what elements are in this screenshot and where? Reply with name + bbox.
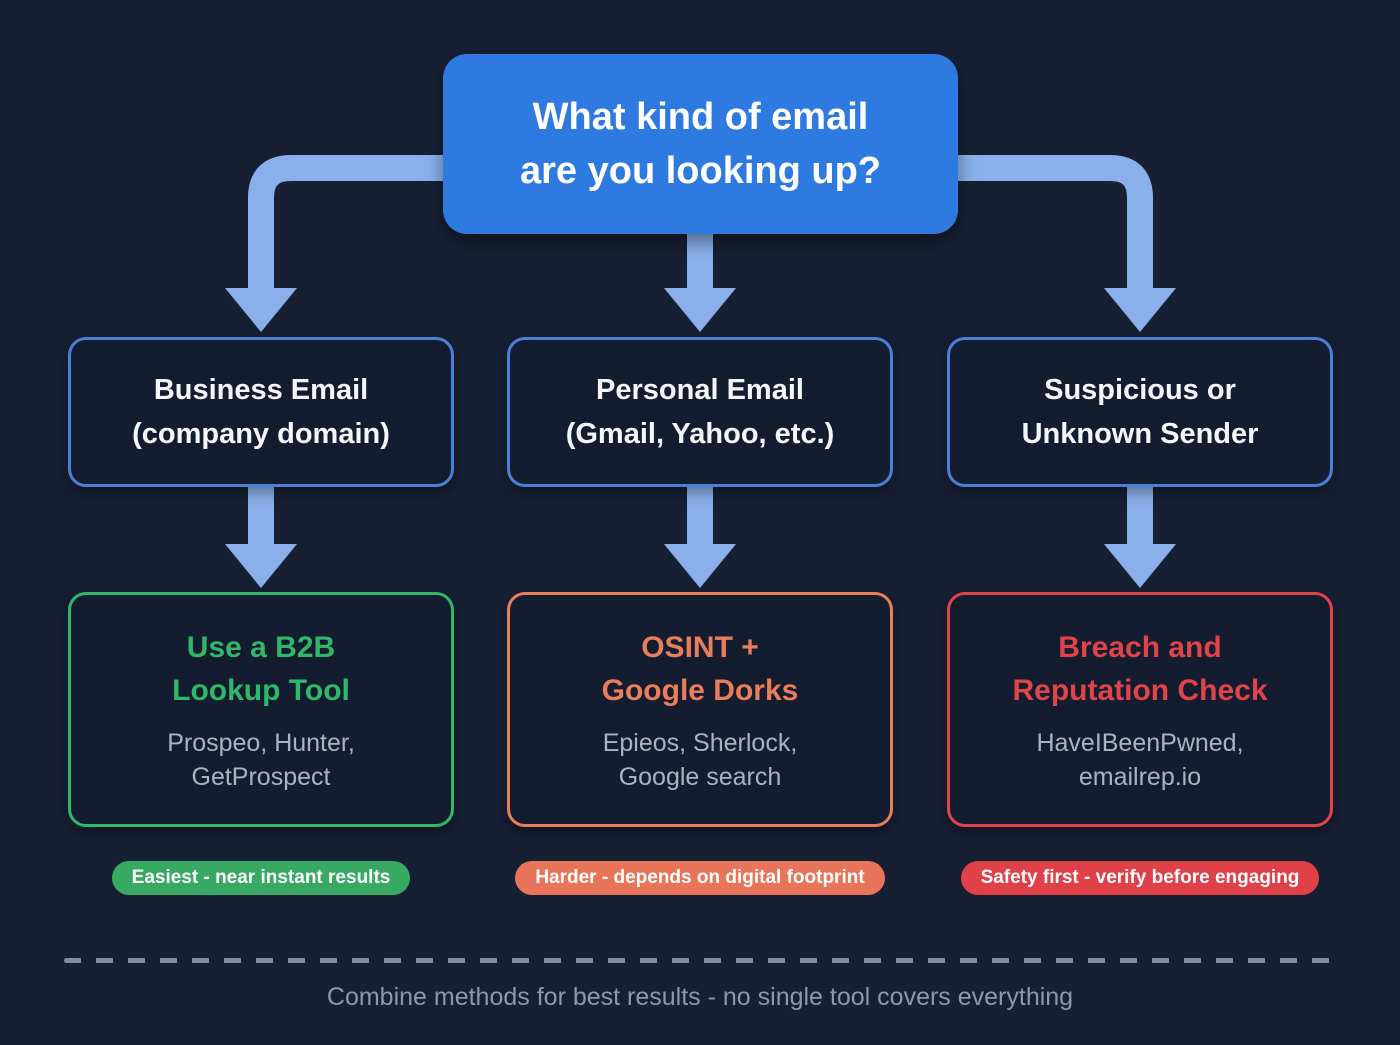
method-box-b2b-lookup: Use a B2B Lookup Tool Prospeo, Hunter, G… <box>68 592 454 827</box>
method-tools: Epieos, Sherlock, Google search <box>602 728 798 791</box>
badge-row: Easiest - near instant results <box>68 861 454 895</box>
connector-left <box>248 155 443 290</box>
badge-row: Harder - depends on digital footprint <box>507 861 893 895</box>
method-box-osint: OSINT + Google Dorks Epieos, Sherlock, G… <box>507 592 893 827</box>
arrowhead-business-icon <box>225 544 297 588</box>
question-node: What kind of email are you looking up? <box>443 54 958 234</box>
arrowhead-middle-icon <box>664 288 736 332</box>
node-personal-email: Personal Email (Gmail, Yahoo, etc.) <box>507 337 893 487</box>
arrowhead-suspicious-icon <box>1104 544 1176 588</box>
arrowhead-personal-icon <box>664 544 736 588</box>
arrowhead-right-icon <box>1104 288 1176 332</box>
method-tools: Prospeo, Hunter, GetProspect <box>167 728 355 791</box>
badge-harder: Harder - depends on digital footprint <box>515 861 885 895</box>
method-box-breach-check: Breach and Reputation Check HaveIBeenPwn… <box>947 592 1333 827</box>
node-business-email: Business Email (company domain) <box>68 337 454 487</box>
method-title: Use a B2B Lookup Tool <box>172 630 350 707</box>
arrowhead-left-icon <box>225 288 297 332</box>
node-suspicious-sender: Suspicious or Unknown Sender <box>947 337 1333 487</box>
footer-note: Combine methods for best results - no si… <box>326 983 1074 1011</box>
badge-easiest: Easiest - near instant results <box>111 861 411 895</box>
badge-safety: Safety first - verify before engaging <box>960 861 1320 895</box>
method-title: Breach and Reputation Check <box>1012 630 1268 707</box>
badge-row: Safety first - verify before engaging <box>947 861 1333 895</box>
method-tools: HaveIBeenPwned, emailrep.io <box>1036 728 1244 791</box>
connector-right <box>958 155 1153 290</box>
method-title: OSINT + Google Dorks <box>601 630 799 707</box>
dashed-divider <box>64 958 1336 963</box>
